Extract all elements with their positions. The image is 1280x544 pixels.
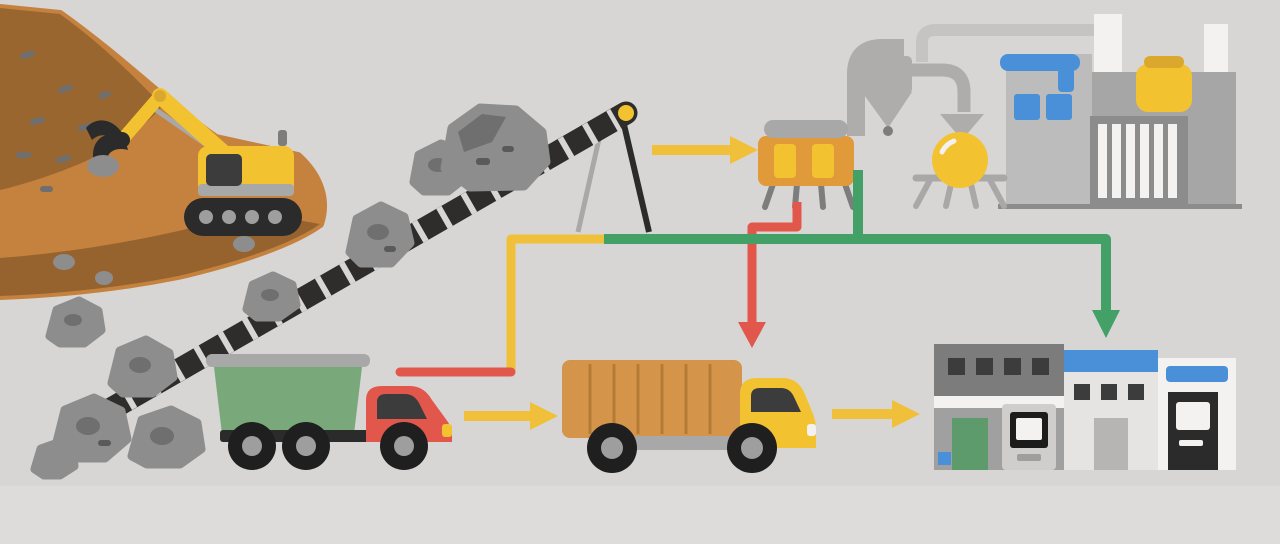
boulder [45, 296, 106, 348]
store-sign-band [1166, 366, 1228, 382]
vending-screen [1176, 402, 1210, 430]
retail-stores [934, 344, 1236, 470]
crusher-hopper [764, 120, 848, 138]
cab-window [377, 394, 427, 419]
boulder [30, 438, 79, 480]
belt-support [619, 115, 652, 233]
riser-pipe [847, 39, 904, 136]
dump-truck [206, 354, 452, 470]
headlight [807, 424, 816, 436]
slats [1098, 124, 1177, 198]
rock-boulders [30, 103, 551, 480]
factory-window [1046, 94, 1072, 120]
boulder [440, 103, 551, 192]
kettle-bowl [932, 132, 988, 188]
bed-rim [206, 354, 370, 367]
store-door [1094, 418, 1128, 470]
vending-slot [1179, 440, 1203, 446]
overhead-pipe [916, 24, 1094, 62]
yellow-arrowhead-icon [892, 400, 920, 428]
store-left [934, 344, 1064, 470]
cyclone-separator-icon [862, 56, 912, 94]
store-window [976, 358, 993, 375]
flow-lines [395, 136, 1120, 430]
yellow-arrowhead-icon [530, 402, 558, 430]
factory-window [1014, 94, 1040, 120]
store-middle [1064, 350, 1158, 470]
cab-window [206, 154, 242, 186]
crawler-tracks [184, 198, 302, 236]
store-window [1074, 384, 1090, 400]
cargo-planks [588, 364, 712, 434]
factory-base [998, 204, 1242, 209]
excavator [86, 88, 302, 236]
body-band [198, 184, 294, 196]
store-window [1032, 358, 1049, 375]
arrow-dump-to-box-truck [464, 402, 558, 430]
smelter-kettle [912, 114, 1008, 209]
flow-line-red [747, 202, 802, 326]
funnel-tip [883, 126, 893, 136]
boulder [107, 335, 178, 398]
exhaust-pipe [278, 130, 287, 146]
crusher-panel [812, 144, 834, 178]
stick-arm [115, 89, 167, 147]
arm-joint [154, 90, 166, 102]
store-window [1004, 358, 1021, 375]
arrow-conveyor-to-crusher [652, 136, 758, 164]
headlight [442, 424, 452, 437]
head-pulley [618, 105, 634, 121]
feed-pipe [912, 63, 971, 112]
mound-speckles [16, 50, 111, 192]
belt-support [575, 129, 604, 233]
store-detail [938, 452, 951, 465]
kiosk-slot [1017, 454, 1041, 461]
factory-building [998, 14, 1242, 209]
cyclone-funnel [862, 92, 912, 128]
pipes-and-separator [847, 24, 1094, 136]
yellow-arrowhead-icon [730, 136, 758, 164]
blue-pipe-elbow [1058, 68, 1074, 92]
claw-icon [86, 120, 130, 177]
red-arrowhead-icon [738, 322, 766, 348]
storage-tank [1136, 64, 1192, 112]
grabbed-rock [87, 155, 119, 177]
store-sign-band [1064, 350, 1158, 372]
boulder [127, 405, 206, 469]
chimney [1094, 14, 1122, 80]
blue-pipe [1000, 54, 1080, 71]
store-window [1128, 384, 1144, 400]
factory-annex [1006, 54, 1092, 206]
green-arrowhead-icon [1092, 310, 1120, 338]
tank-lid [1144, 56, 1184, 68]
crusher-body [758, 136, 854, 186]
kettle-shine [939, 138, 957, 155]
dump-bed [214, 367, 362, 434]
crusher-machine [758, 120, 856, 210]
store-window [1101, 384, 1117, 400]
store-right [1158, 358, 1236, 470]
box-truck [562, 360, 816, 473]
boulder [242, 271, 301, 322]
flow-line-yellow-elbow [506, 234, 604, 372]
cargo-box [562, 360, 742, 438]
crusher-panel [774, 144, 796, 178]
cab-window [751, 388, 801, 412]
flow-line-green [604, 170, 1111, 314]
store-door [952, 418, 988, 470]
boulder [345, 201, 415, 268]
kettle-funnel [940, 114, 984, 140]
mound-dark-slope [0, 8, 162, 190]
arrow-box-truck-to-stores [832, 400, 920, 428]
ground-strip [0, 486, 1280, 544]
store-window [948, 358, 965, 375]
